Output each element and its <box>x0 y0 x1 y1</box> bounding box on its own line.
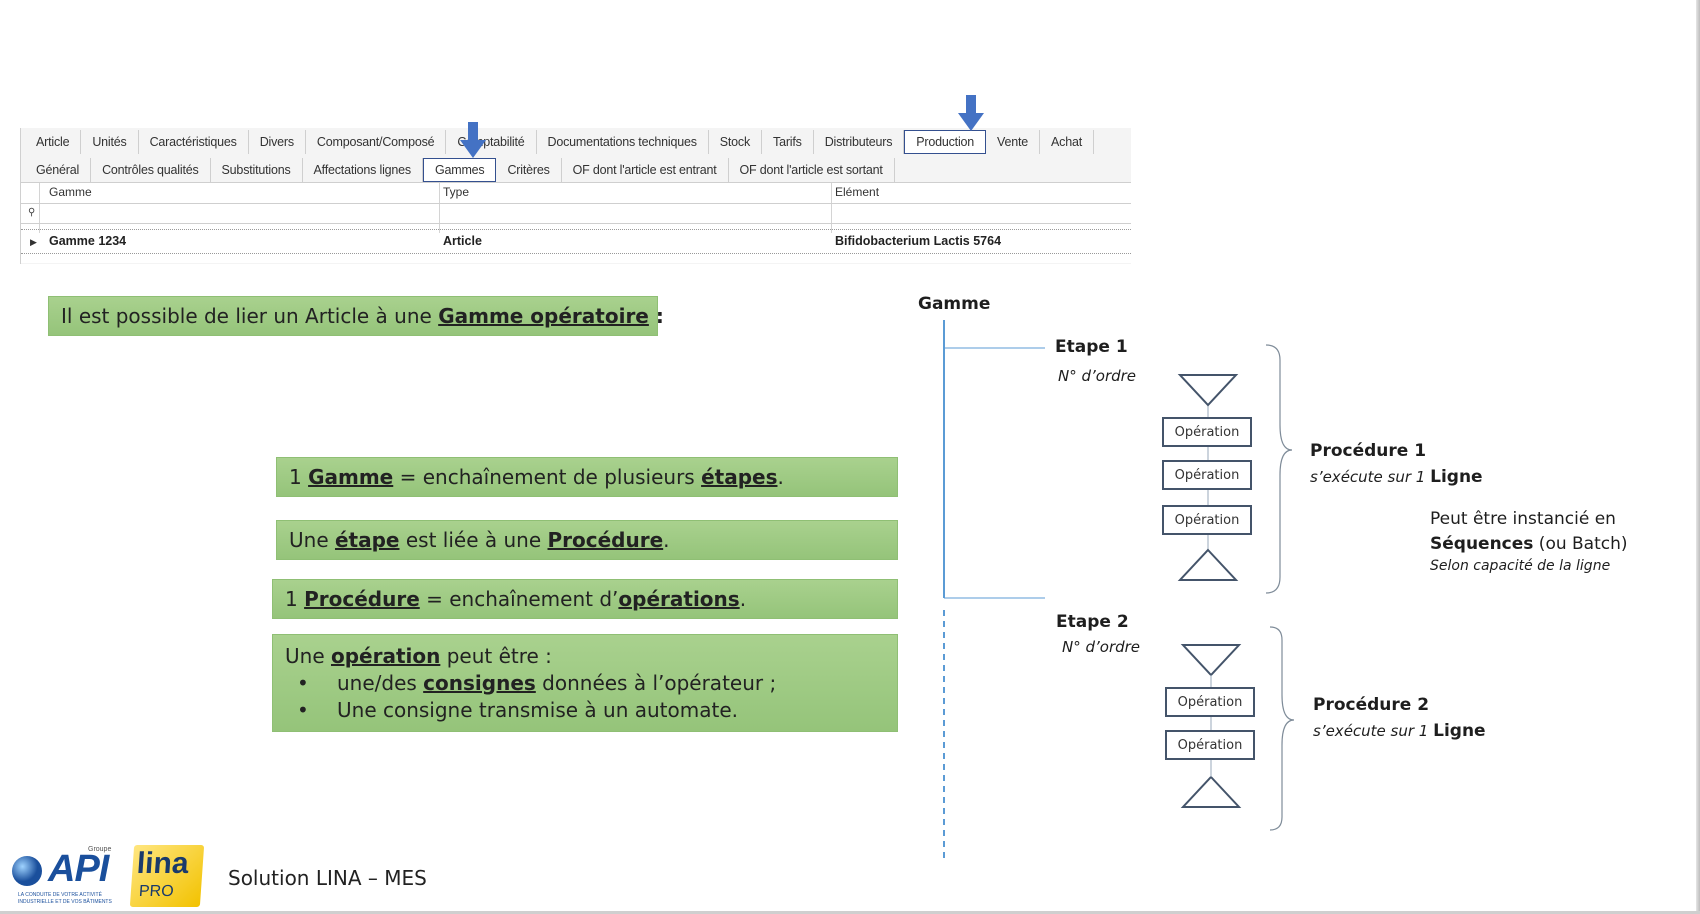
etape-1-label: Etape 1 <box>1055 337 1128 357</box>
tab-vente[interactable]: Vente <box>986 130 1041 154</box>
column-header-gamme[interactable]: Gamme <box>49 185 92 199</box>
api-logo: Groupe API LA CONDUITE DE VOTRE ACTIVITÉ… <box>10 846 115 910</box>
instancing-note-line3: Selon capacité de la ligne <box>1430 558 1611 574</box>
etape-2-label: Etape 2 <box>1056 612 1129 632</box>
cell-gamme[interactable]: Gamme 1234 <box>49 234 127 248</box>
tab-unit-s[interactable]: Unités <box>81 130 139 154</box>
etape-1-order: N° d’ordre <box>1058 367 1137 385</box>
operation-box: Opération <box>1162 417 1252 447</box>
etape-2-order: N° d’ordre <box>1062 638 1141 656</box>
tab-divers[interactable]: Divers <box>249 130 306 154</box>
operation-box: Opération <box>1162 460 1252 490</box>
instancing-note-line2: Séquences (ou Batch) <box>1430 534 1628 554</box>
subtab-g-n-ral[interactable]: Général <box>25 158 92 182</box>
tab-distributeurs[interactable]: Distributeurs <box>814 130 905 154</box>
cell-type[interactable]: Article <box>443 234 482 248</box>
globe-icon <box>12 856 42 886</box>
operation-definition-box: Une opération peut être : •une/des consi… <box>272 634 898 732</box>
gamme-diagram-lines <box>943 320 1295 860</box>
column-header-type[interactable]: Type <box>443 185 470 199</box>
arrow-down-icon <box>958 95 984 131</box>
lina-pro-logo: lina PRO <box>129 845 205 907</box>
gamme-definition-box: 1 Gamme = enchaînement de plusieurs étap… <box>276 457 898 497</box>
subtab-of-dont-l-article-est-sortant[interactable]: OF dont l'article est sortant <box>729 158 895 182</box>
arrow-down-icon <box>460 122 486 158</box>
subtab-gammes[interactable]: Gammes <box>422 158 497 182</box>
tab-article[interactable]: Article <box>25 130 82 154</box>
subtab-crit-res[interactable]: Critères <box>496 158 562 182</box>
procedure-definition-box: 1 Procédure = enchaînement d’opérations. <box>272 579 898 619</box>
row-expand-icon[interactable]: ▶ <box>30 237 37 247</box>
operation-box: Opération <box>1162 505 1252 535</box>
intro-box: Il est possible de lier un Article à une… <box>48 296 664 336</box>
footer-title: Solution LINA – MES <box>228 866 427 890</box>
filter-row-icon[interactable]: ⚲ <box>28 207 36 218</box>
procedure-2-label: Procédure 2 <box>1313 695 1430 715</box>
column-header-element[interactable]: Elément <box>835 185 880 199</box>
operation-box: Opération <box>1165 687 1255 717</box>
tab-caract-ristiques[interactable]: Caractéristiques <box>139 130 249 154</box>
subtab-affectations-lignes[interactable]: Affectations lignes <box>303 158 423 182</box>
cell-element[interactable]: Bifidobacterium Lactis 5764 <box>835 234 1002 248</box>
tab-production[interactable]: Production <box>904 130 987 154</box>
operation-box: Opération <box>1165 730 1255 760</box>
etape-definition-box: Une étape est liée à une Procédure. <box>276 520 898 560</box>
subtab-of-dont-l-article-est-entrant[interactable]: OF dont l'article est entrant <box>562 158 729 182</box>
tab-achat[interactable]: Achat <box>1040 130 1094 154</box>
tab-tarifs[interactable]: Tarifs <box>762 130 814 154</box>
slide-edge <box>1696 0 1700 914</box>
procedure-1-label: Procédure 1 <box>1310 441 1427 461</box>
gamme-title: Gamme <box>918 294 991 314</box>
tab-composant-compos-[interactable]: Composant/Composé <box>306 130 447 154</box>
procedure-1-sub: s’exécute sur 1 Ligne <box>1310 467 1483 487</box>
gammes-grid: Gamme Type Elément ⚲ ▶ Gamme 1234 Articl… <box>21 182 1131 263</box>
subtab-contr-les-qualit-s[interactable]: Contrôles qualités <box>91 158 211 182</box>
tab-documentations-techniques[interactable]: Documentations techniques <box>537 130 709 154</box>
slide-edge <box>0 911 1700 914</box>
tab-stock[interactable]: Stock <box>709 130 763 154</box>
procedure-2-sub: s’exécute sur 1 Ligne <box>1313 721 1486 741</box>
subtab-substitutions[interactable]: Substitutions <box>211 158 303 182</box>
instancing-note-line1: Peut être instancié en <box>1430 509 1616 529</box>
